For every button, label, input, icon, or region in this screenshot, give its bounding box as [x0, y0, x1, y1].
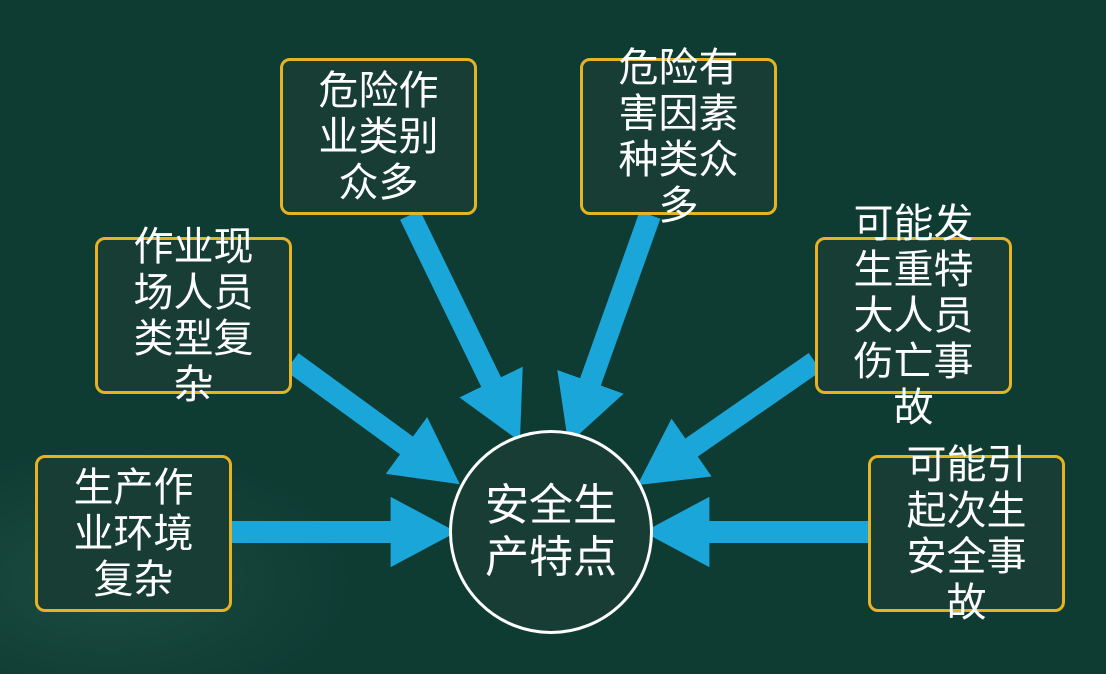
- center-node: 安全生产特点: [449, 430, 653, 634]
- node-major-accidents: 可能发生重特大人员伤亡事故: [815, 201, 1012, 431]
- node-label: 危险作业类别众多: [318, 67, 439, 206]
- arrow-work-types: [400, 210, 523, 442]
- node-hazard-factors: 危险有害因素种类众多: [580, 45, 777, 229]
- node-secondary-accidents: 可能引起次生安全事故: [868, 442, 1065, 626]
- node-label: 作业现场人员类型复杂: [133, 223, 254, 408]
- node-work-types: 危险作业类别众多: [280, 58, 477, 215]
- node-label: 可能发生重特大人员伤亡事故: [853, 200, 974, 431]
- arrow-major-accidents: [637, 352, 822, 486]
- node-label: 生产作业环境复杂: [73, 464, 194, 603]
- center-label: 安全生产特点: [485, 480, 617, 583]
- node-personnel: 作业现场人员类型复杂: [95, 224, 292, 408]
- node-environment: 生产作业环境复杂: [35, 455, 232, 612]
- node-label: 危险有害因素种类众多: [618, 44, 739, 229]
- arrow-hazard-factors: [557, 211, 661, 445]
- arrow-personnel: [285, 353, 460, 485]
- node-label: 可能引起次生安全事故: [906, 441, 1027, 626]
